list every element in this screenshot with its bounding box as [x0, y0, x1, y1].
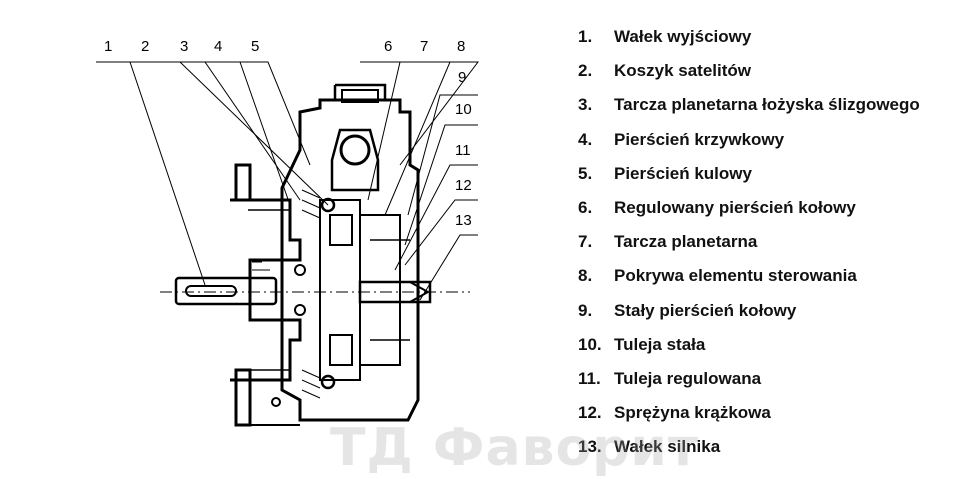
legend-item: 6. Regulowany pierścień kołowy — [578, 191, 920, 225]
legend-item: 8. Pokrywa elementu sterowania — [578, 259, 920, 293]
legend-item: 9. Stały pierścień kołowy — [578, 294, 920, 328]
legend-item: 2. Koszyk satelitów — [578, 54, 920, 88]
legend-number: 10. — [578, 334, 602, 354]
legend-label: Pokrywa elementu sterowania — [614, 266, 857, 286]
callout-5: 5 — [251, 38, 259, 55]
shaft-keyway — [185, 285, 237, 297]
legend-number: 13. — [578, 437, 602, 457]
legend-label: Tarcza planetarna łożyska ślizgowego — [614, 95, 920, 115]
callout-4: 4 — [214, 38, 222, 55]
cross-section-drawing: 1 2 3 4 5 6 7 8 9 10 11 12 13 — [96, 38, 480, 427]
legend-item: 7. Tarcza planetarna — [578, 225, 920, 259]
legend-number: 6. — [578, 198, 593, 218]
main-housing — [280, 98, 420, 422]
legend-item: 12. Sprężyna krążkowa — [578, 396, 920, 430]
legend-item: 13. Wałek silnika — [578, 430, 920, 464]
callout-6: 6 — [384, 38, 392, 55]
parts-legend: 1. Wałek wyjściowy 2. Koszyk satelitów 3. T… — [578, 20, 920, 464]
legend-number: 9. — [578, 300, 593, 320]
legend-number: 11. — [578, 368, 601, 388]
legend-label: Sprężyna krążkowa — [614, 403, 771, 423]
legend-number: 4. — [578, 129, 593, 149]
legend-item: 5. Pierścień kulowy — [578, 157, 920, 191]
legend-label: Tarcza planetarna — [614, 232, 758, 252]
legend-number: 2. — [578, 61, 593, 81]
top-lug — [333, 83, 387, 100]
legend-number: 7. — [578, 232, 593, 252]
callout-11: 11 — [455, 142, 471, 159]
callout-8: 8 — [457, 38, 465, 55]
legend-number: 3. — [578, 95, 593, 115]
legend-label: Wałek silnika — [614, 437, 721, 457]
callout-2: 2 — [141, 38, 149, 55]
left-housing — [230, 198, 302, 382]
callout-1: 1 — [104, 38, 112, 55]
satellite-carrier — [319, 199, 361, 381]
legend-label: Tuleja stała — [614, 334, 706, 354]
legend-label: Pierścień krzywkowy — [614, 129, 785, 149]
legend-number: 8. — [578, 266, 593, 286]
legend-label: Wałek wyjściowy — [614, 27, 752, 47]
legend-item: 4. Pierścień krzywkowy — [578, 123, 920, 157]
callout-9: 9 — [458, 69, 466, 86]
output-flange — [234, 163, 252, 427]
legend-item: 11. Tuleja regulowana — [578, 362, 920, 396]
legend-item: 10. Tuleja stała — [578, 328, 920, 362]
legend-label: Koszyk satelitów — [614, 61, 751, 81]
callout-10: 10 — [455, 101, 472, 118]
callout-7: 7 — [420, 38, 428, 55]
control-element — [339, 134, 371, 166]
watermark: ТД Фаворит — [330, 418, 699, 478]
legend-number: 1. — [578, 27, 593, 47]
legend-item: 1. Wałek wyjściowy — [578, 20, 920, 54]
callout-13: 13 — [455, 212, 472, 229]
legend-number: 12. — [578, 403, 602, 423]
legend-item: 3. Tarcza planetarna łożyska ślizgowego — [578, 88, 920, 122]
output-shaft — [174, 276, 278, 306]
callout-12: 12 — [455, 177, 472, 194]
legend-label: Stały pierścień kołowy — [614, 300, 797, 320]
legend-label: Pierścień kulowy — [614, 163, 752, 183]
legend-number: 5. — [578, 163, 593, 183]
legend-label: Regulowany pierścień kołowy — [614, 198, 856, 218]
callout-3: 3 — [180, 38, 188, 55]
legend-label: Tuleja regulowana — [614, 368, 762, 388]
